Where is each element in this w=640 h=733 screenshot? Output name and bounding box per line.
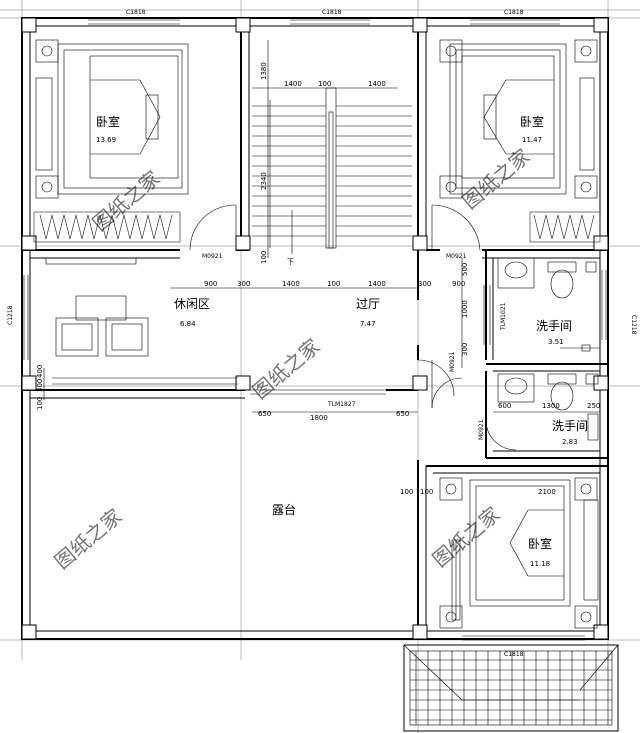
stair-down-mark: 下 [287,258,294,266]
room-bath-lower-name: 洗手间 [552,419,588,433]
dim-row-1400b: 1400 [368,280,386,288]
code-top-mid: C1818 [322,9,342,16]
code-top-right: C1818 [504,9,524,16]
dim-row-1400a: 1400 [282,280,300,288]
dim-se-2100: 2100 [538,488,556,496]
code-door-d: M0921 [478,419,485,440]
room-hall-name: 过厅 [356,297,380,311]
dim-stair-w1: 1400 [284,80,302,88]
staircase [252,87,412,254]
watermark-5: 图纸之家 [428,502,505,572]
code-partition: TLM1021 [500,302,507,331]
dim-v1000: 1000 [461,300,469,318]
dim-l300: 300 [36,379,44,392]
room-lounge-area: 6.84 [180,320,196,328]
window-code-labels: C1818 C1818 C1818 C1218 C1218 C1818 M092… [7,9,637,658]
code-door-b: M0921 [446,253,467,260]
code-bottom: C1818 [504,651,524,658]
watermark-4: 图纸之家 [50,504,127,574]
room-bedroom-ne-area: 11.47 [522,136,542,144]
room-bath-lower-area: 2.83 [562,438,578,446]
bedroom-ne-furniture [439,39,601,243]
code-door-a: M0921 [202,253,223,260]
dim-d650a: 650 [258,410,271,418]
dim-bath-600: 600 [498,402,511,410]
bedroom-nw-furniture [33,39,189,243]
bedroom-se-furniture [439,477,599,629]
dim-row-100: 100 [327,280,340,288]
room-bedroom-ne-name: 卧室 [520,114,544,129]
watermark-3: 图纸之家 [458,144,535,214]
watermark-1: 图纸之家 [88,166,165,236]
dim-l100: 100 [36,397,44,410]
walls [21,17,609,640]
windows [23,19,607,641]
code-top-left: C1818 [126,9,146,16]
watermark-2: 图纸之家 [248,334,325,404]
dim-bath-250: 250 [587,402,600,410]
room-hall-area: 7.47 [360,320,376,328]
bath-fixtures [493,257,600,441]
room-bath-upper-name: 洗手间 [536,319,572,333]
dim-row-900b: 900 [452,280,465,288]
dim-se-100a: 100 [400,488,413,496]
room-bedroom-nw-area: 13.69 [96,136,116,144]
room-bedroom-se-area: 11.18 [530,560,550,568]
dim-row-300a: 300 [237,280,250,288]
dim-stair-w2: 1400 [368,80,386,88]
front-balcony [403,644,619,732]
structural-columns [21,17,609,640]
doors [189,204,517,451]
dim-row-300b: 300 [418,280,431,288]
dim-stair-gap: 100 [318,80,331,88]
room-bedroom-nw-name: 卧室 [96,114,120,129]
room-lounge-name: 休闲区 [174,297,210,311]
dim-stair-mid: 2340 [260,172,268,190]
room-labels: 卧室 13.69 卧室 11.47 卧室 11.18 休闲区 6.84 过厅 7… [96,114,588,568]
dim-stair-top: 1380 [260,62,268,80]
dim-d650b: 650 [396,410,409,418]
room-terrace-name: 露台 [272,502,296,517]
dimension-labels: 1380 2340 100 1400 100 1400 900 300 1400… [36,62,600,496]
code-door-c: M0921 [449,351,456,372]
dimension-lines [43,40,463,413]
dim-l400: 400 [36,365,44,378]
dim-v300: 300 [461,343,469,356]
room-bedroom-se-name: 卧室 [528,536,552,551]
code-right-side: C1218 [630,315,637,335]
dim-stair-low: 100 [260,251,268,264]
code-sliding-door: TLM1827 [327,401,356,408]
dim-bath-1300: 1300 [542,402,560,410]
room-bath-upper-area: 3.51 [548,338,564,346]
dim-row-900a: 900 [204,280,217,288]
dim-se-100b: 100 [420,488,433,496]
lounge-furniture [45,257,238,385]
code-left-side: C1218 [7,305,14,325]
dim-v500: 500 [461,263,469,276]
dim-d1800: 1800 [310,414,328,422]
